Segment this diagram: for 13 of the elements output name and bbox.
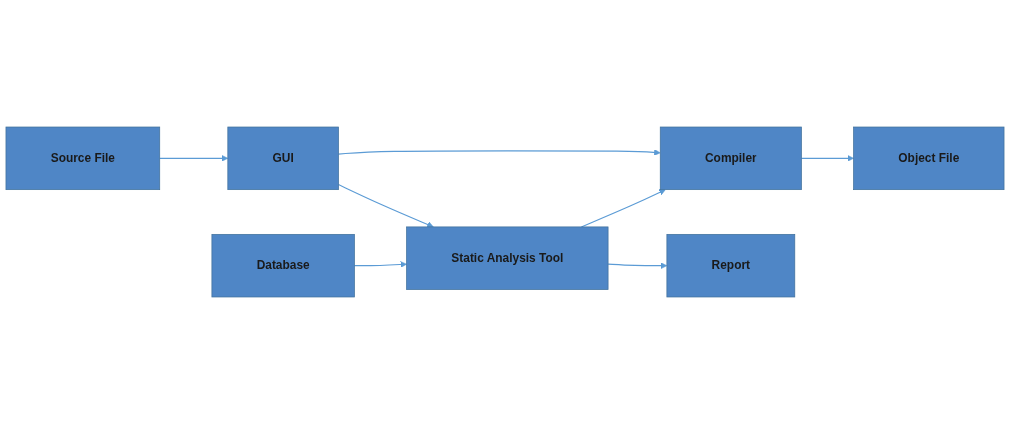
arrow [337,149,661,156]
arrow [159,155,229,162]
arrow [800,155,854,162]
arrow [607,262,668,269]
arrow [353,261,407,268]
node-box: Source File [5,126,161,190]
node-box: Report [666,234,796,298]
node-box: Object File [853,126,1005,190]
node-box: Compiler [659,126,802,190]
arrow [337,184,434,228]
node-box: Database [211,234,355,298]
node-box: GUI [227,126,339,190]
node-box: Static Analysis Tool [406,226,609,290]
